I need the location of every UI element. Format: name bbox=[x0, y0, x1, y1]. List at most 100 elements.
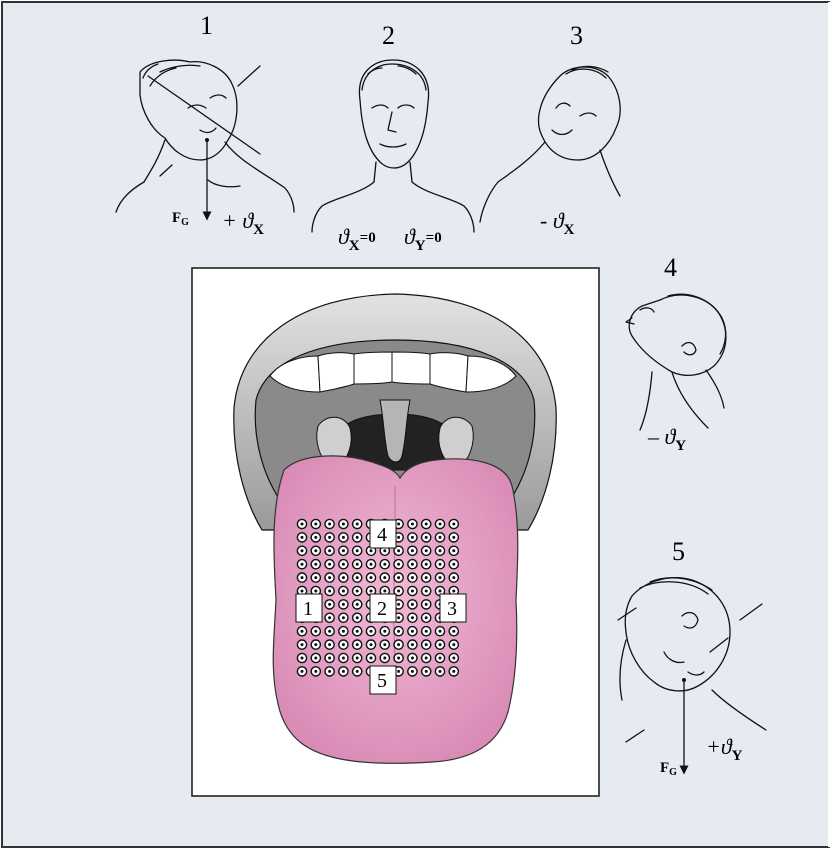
electrode-center bbox=[370, 563, 373, 566]
electrode-center bbox=[314, 657, 317, 660]
electrode-center bbox=[301, 643, 304, 646]
electrode-center bbox=[356, 523, 359, 526]
figure-number-3: 3 bbox=[570, 21, 583, 50]
electrode-center bbox=[328, 670, 331, 673]
electrode-center bbox=[411, 670, 414, 673]
svg-text:3: 3 bbox=[447, 598, 457, 620]
electrode-center bbox=[314, 670, 317, 673]
electrode-center bbox=[452, 536, 455, 539]
electrode-center bbox=[439, 576, 442, 579]
force-sub: G bbox=[181, 217, 189, 228]
electrode-center bbox=[411, 523, 414, 526]
electrode-center bbox=[370, 643, 373, 646]
electrode-center bbox=[439, 590, 442, 593]
force-sub-5: G bbox=[669, 767, 677, 778]
figure-number-5: 5 bbox=[672, 537, 685, 566]
electrode-center bbox=[328, 630, 331, 633]
electrode-center bbox=[383, 630, 386, 633]
electrode-center bbox=[370, 590, 373, 593]
electrode-center bbox=[314, 536, 317, 539]
electrode-center bbox=[452, 523, 455, 526]
electrode-center bbox=[397, 523, 400, 526]
electrode-center bbox=[356, 603, 359, 606]
electrode-center bbox=[425, 563, 428, 566]
electrode-center bbox=[328, 603, 331, 606]
electrode-center bbox=[452, 549, 455, 552]
electrode-center bbox=[397, 603, 400, 606]
angle-x-value: =0 bbox=[360, 230, 376, 246]
region-label-2: 2 bbox=[370, 594, 396, 622]
electrode-center bbox=[439, 657, 442, 660]
electrode-center bbox=[328, 563, 331, 566]
electrode-center bbox=[356, 563, 359, 566]
electrode-center bbox=[439, 563, 442, 566]
electrode-center bbox=[314, 563, 317, 566]
electrode-center bbox=[301, 670, 304, 673]
electrode-center bbox=[342, 657, 345, 660]
electrode-center bbox=[301, 523, 304, 526]
electrode-center bbox=[328, 657, 331, 660]
force-label-5: F bbox=[660, 760, 669, 776]
electrode-center bbox=[452, 576, 455, 579]
electrode-center bbox=[342, 523, 345, 526]
angle-label-3: - ϑ bbox=[540, 208, 565, 233]
electrode-center bbox=[411, 657, 414, 660]
electrode-center bbox=[328, 616, 331, 619]
electrode-center bbox=[425, 643, 428, 646]
electrode-center bbox=[370, 657, 373, 660]
electrode-center bbox=[452, 657, 455, 660]
electrode-center bbox=[301, 576, 304, 579]
electrode-center bbox=[342, 549, 345, 552]
electrode-center bbox=[342, 630, 345, 633]
angle-y-sub: Y bbox=[415, 238, 426, 254]
electrode-center bbox=[411, 616, 414, 619]
electrode-center bbox=[342, 603, 345, 606]
region-label-1: 1 bbox=[296, 594, 322, 622]
electrode-center bbox=[356, 630, 359, 633]
electrode-center bbox=[342, 576, 345, 579]
electrode-center bbox=[411, 549, 414, 552]
electrode-center bbox=[425, 630, 428, 633]
electrode-center bbox=[383, 563, 386, 566]
electrode-center bbox=[356, 590, 359, 593]
electrode-center bbox=[328, 643, 331, 646]
electrode-center bbox=[314, 643, 317, 646]
electrode-center bbox=[397, 590, 400, 593]
electrode-center bbox=[411, 590, 414, 593]
angle-y-value: =0 bbox=[426, 230, 442, 246]
electrode-center bbox=[425, 670, 428, 673]
electrode-center bbox=[452, 590, 455, 593]
electrode-center bbox=[425, 603, 428, 606]
electrode-center bbox=[383, 576, 386, 579]
electrode-center bbox=[383, 643, 386, 646]
electrode-center bbox=[301, 630, 304, 633]
electrode-center bbox=[328, 523, 331, 526]
electrode-center bbox=[370, 549, 373, 552]
angle-sub-1: X bbox=[253, 222, 264, 238]
electrode-center bbox=[301, 563, 304, 566]
electrode-center bbox=[342, 643, 345, 646]
electrode-center bbox=[397, 563, 400, 566]
electrode-center bbox=[425, 616, 428, 619]
electrode-center bbox=[356, 670, 359, 673]
electrode-center bbox=[328, 549, 331, 552]
electrode-center bbox=[411, 630, 414, 633]
electrode-center bbox=[356, 616, 359, 619]
electrode-center bbox=[397, 536, 400, 539]
electrode-center bbox=[301, 536, 304, 539]
electrode-center bbox=[425, 576, 428, 579]
electrode-center bbox=[411, 563, 414, 566]
angle-sub-5: Y bbox=[732, 748, 743, 764]
electrode-center bbox=[397, 643, 400, 646]
electrode-center bbox=[314, 630, 317, 633]
electrode-center bbox=[328, 536, 331, 539]
electrode-center bbox=[425, 536, 428, 539]
electrode-center bbox=[439, 630, 442, 633]
electrode-center bbox=[439, 643, 442, 646]
electrode-center bbox=[425, 590, 428, 593]
electrode-center bbox=[397, 657, 400, 660]
angle-sub-4: Y bbox=[675, 438, 686, 454]
electrode-center bbox=[314, 576, 317, 579]
electrode-center bbox=[452, 563, 455, 566]
